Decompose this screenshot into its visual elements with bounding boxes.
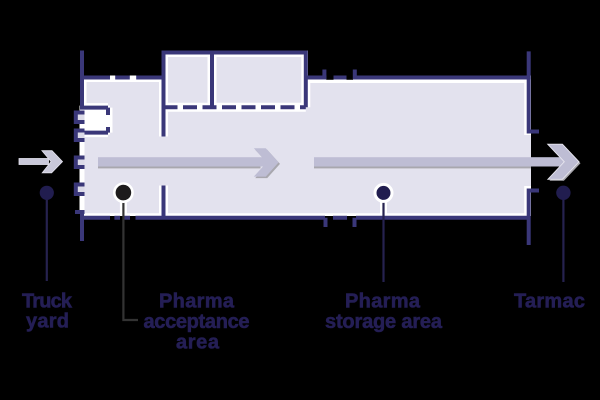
svg-text:yard: yard — [26, 311, 69, 333]
svg-text:area: area — [176, 332, 220, 354]
svg-text:storage area: storage area — [325, 311, 443, 333]
svg-text:Tarmac: Tarmac — [514, 291, 585, 313]
svg-text:acceptance: acceptance — [144, 311, 250, 333]
svg-text:Pharma: Pharma — [345, 291, 421, 313]
svg-text:Pharma: Pharma — [159, 291, 235, 313]
svg-text:Truck: Truck — [22, 291, 73, 313]
